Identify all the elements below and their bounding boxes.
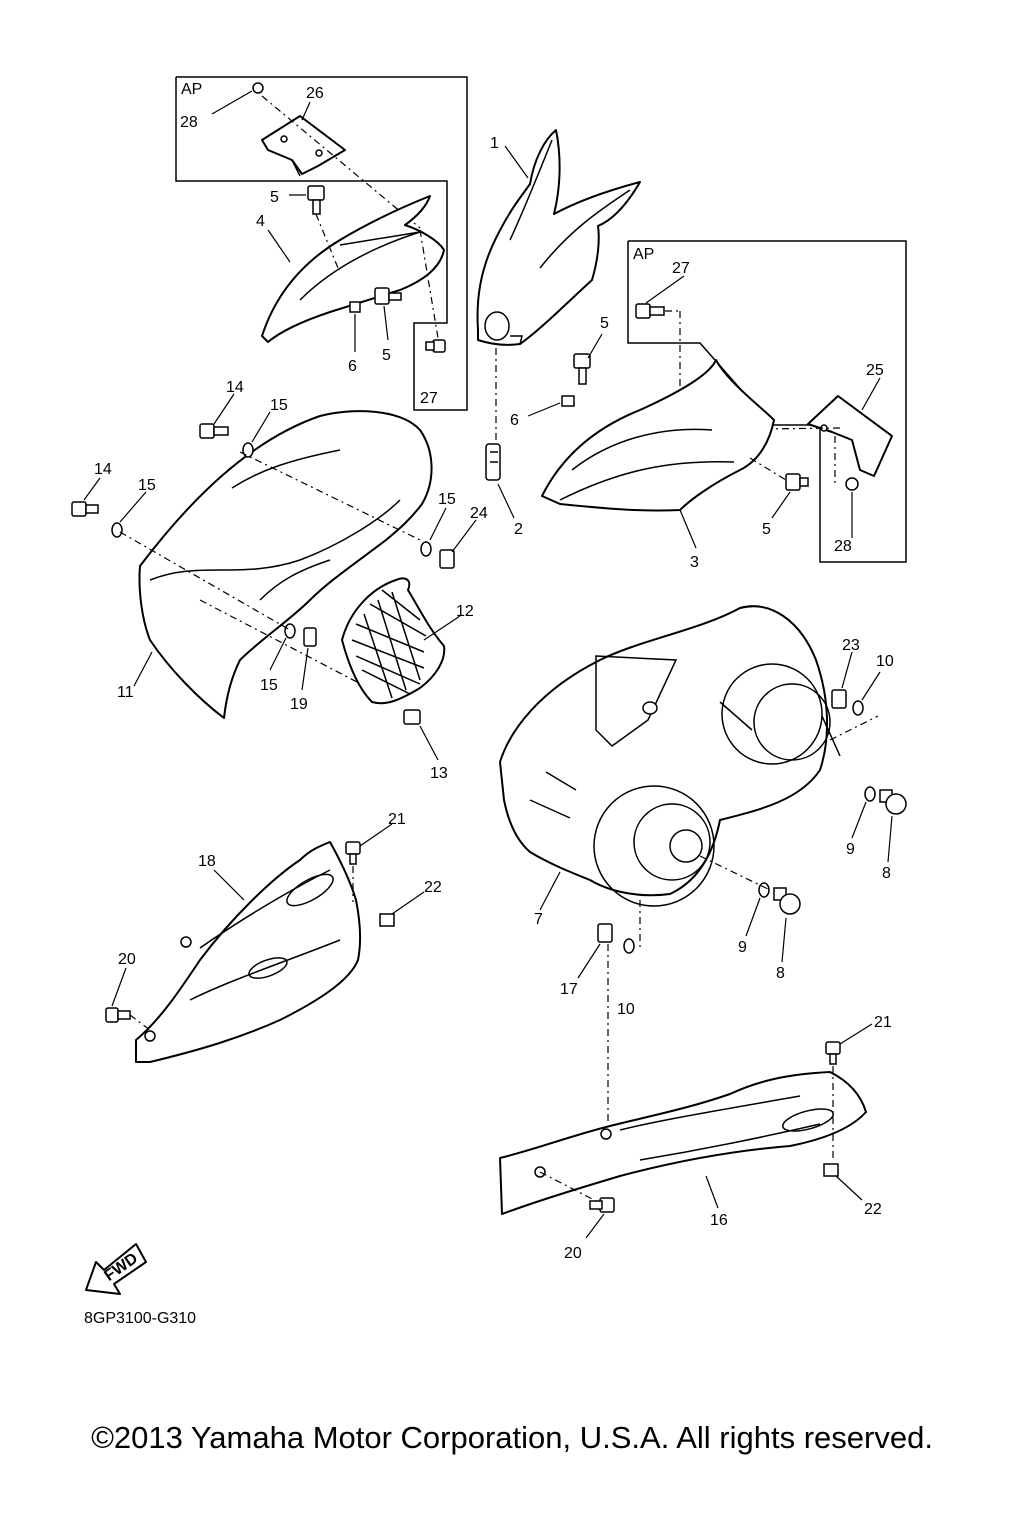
fwd-arrow-icon: FWD — [85, 1243, 147, 1295]
callout: 16 — [710, 1212, 728, 1229]
part-27-screw-right — [635, 303, 665, 319]
part-6-clip-left — [349, 301, 361, 313]
callout: 23 — [842, 637, 860, 654]
callout: 1 — [490, 135, 499, 152]
callout: 15 — [138, 477, 156, 494]
callout: 15 — [438, 491, 456, 508]
callout: 10 — [876, 653, 894, 670]
copyright-text: ©2013 Yamaha Motor Corporation, U.S.A. A… — [91, 1420, 933, 1455]
callout: 5 — [600, 315, 609, 332]
part-17-clip — [597, 923, 613, 943]
part-5-bolt-b — [374, 287, 402, 305]
part-9-washer-b — [758, 882, 770, 898]
callout: 27 — [420, 390, 438, 407]
part-27-screw-left — [425, 339, 446, 353]
callout: 6 — [348, 358, 357, 375]
callout-labels: 1 2 3 4 5 5 5 5 6 6 7 8 8 9 9 10 10 11 1… — [94, 85, 894, 1262]
callout: 5 — [270, 189, 279, 206]
part-9-washer-a — [864, 786, 876, 802]
part-14-bolt-b — [71, 501, 99, 517]
part-8-bolt-b — [773, 887, 801, 915]
callout: 20 — [564, 1245, 582, 1262]
callout: 28 — [834, 538, 852, 555]
callout: 15 — [270, 397, 288, 414]
part-28-nut-left — [252, 82, 264, 94]
callout: 9 — [738, 939, 747, 956]
callout: 11 — [117, 684, 134, 701]
part-22-clip-b — [823, 1163, 839, 1177]
part-25-cover — [807, 395, 893, 477]
part-15-washer-b — [111, 522, 123, 538]
part-20-bolt-a — [105, 1007, 131, 1023]
callout: 12 — [456, 603, 474, 620]
callout: 28 — [180, 114, 198, 131]
callout: 22 — [424, 879, 442, 896]
callout: 24 — [470, 505, 488, 522]
part-13-clip — [403, 709, 421, 725]
part-15-washer-c — [420, 541, 432, 557]
part-7-engine-cover — [499, 605, 841, 907]
part-4-panel — [261, 195, 445, 343]
callout: 8 — [882, 865, 891, 882]
part-5-bolt-a — [307, 185, 325, 215]
callout: 17 — [560, 981, 578, 998]
part-10-washer-b — [623, 938, 635, 954]
part-2-clip — [485, 443, 501, 481]
part-10-washer-a — [852, 700, 864, 716]
callout: 9 — [846, 841, 855, 858]
part-14-bolt-a — [199, 423, 229, 439]
callout: 26 — [306, 85, 324, 102]
callout: 22 — [864, 1201, 882, 1218]
part-6-clip-right — [561, 395, 575, 407]
part-22-clip-a — [379, 913, 395, 927]
callout: 19 — [290, 696, 308, 713]
part-21-screw-a — [345, 841, 361, 865]
part-28-nut-right — [845, 477, 859, 491]
callout: 4 — [256, 213, 265, 230]
part-24-clip — [439, 549, 455, 569]
part-1-top-cowl — [476, 129, 641, 346]
callout: 8 — [776, 965, 785, 982]
part-21-screw-b — [825, 1041, 841, 1065]
part-23-clip — [831, 689, 847, 709]
callout: 7 — [534, 911, 543, 928]
callout: 20 — [118, 951, 136, 968]
part-11-cover — [138, 410, 433, 719]
callout: 14 — [226, 379, 244, 396]
callout: 10 — [617, 1001, 635, 1018]
callout: 15 — [260, 677, 278, 694]
callout: 18 — [198, 853, 216, 870]
part-18-under-cover — [135, 841, 362, 1063]
ap-box-left: AP — [175, 76, 468, 411]
callout: 25 — [866, 362, 884, 379]
ap-label-left: AP — [181, 81, 202, 98]
callout: 5 — [382, 347, 391, 364]
callout: 13 — [430, 765, 448, 782]
part-20-bolt-b — [589, 1197, 615, 1213]
part-5-bolt-c — [573, 353, 591, 385]
callout: 21 — [874, 1014, 892, 1031]
part-15-washer-d — [284, 623, 296, 639]
part-26-cover — [261, 115, 346, 177]
part-12-grille — [341, 577, 446, 705]
callout: 14 — [94, 461, 112, 478]
part-15-washer-a — [242, 442, 254, 458]
callout: 21 — [388, 811, 406, 828]
part-3-panel — [541, 359, 775, 512]
callout: 2 — [514, 521, 523, 538]
ap-label-right: AP — [633, 246, 654, 263]
callout: 6 — [510, 412, 519, 429]
callout: 5 — [762, 521, 771, 538]
part-8-bolt-a — [879, 789, 907, 815]
callout: 3 — [690, 554, 699, 571]
part-16-under-cover — [499, 1071, 867, 1215]
diagram-code: 8GP3100-G310 — [84, 1310, 197, 1327]
part-19-clip — [303, 627, 317, 647]
part-5-bolt-d — [785, 473, 809, 491]
callout: 27 — [672, 260, 690, 277]
